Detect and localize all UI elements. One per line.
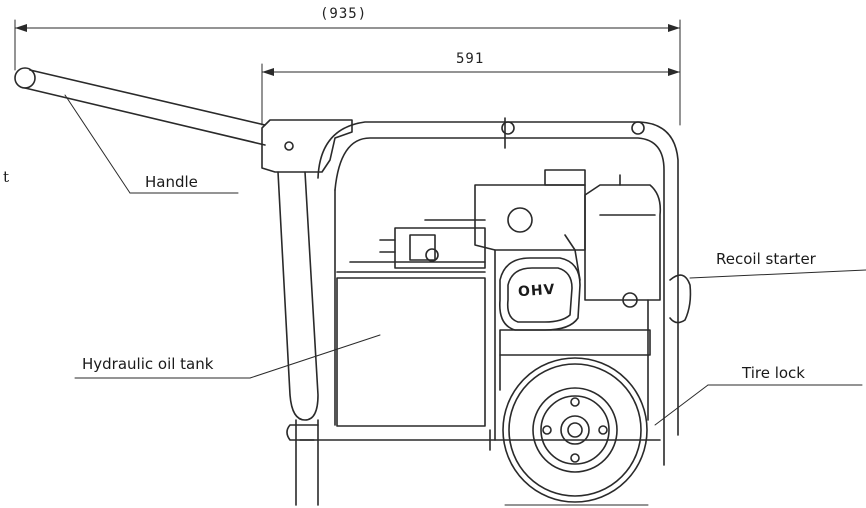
engine-lower <box>499 292 651 421</box>
engine-block <box>474 169 662 441</box>
wheel <box>502 357 648 503</box>
handle-bar <box>14 67 266 146</box>
hydraulic-oil-tank-label: Hydraulic oil tank <box>82 355 214 373</box>
engine-head <box>498 257 581 331</box>
dimension-overall-label: (935) <box>320 6 368 22</box>
edge-fragment-text: t <box>3 168 10 186</box>
recoil-starter-label: Recoil starter <box>716 250 816 268</box>
handle-label: Handle <box>145 173 198 191</box>
leader-lines <box>64 94 863 426</box>
dimension-frame <box>261 63 681 126</box>
main-frame <box>317 117 679 466</box>
front-leg <box>277 171 319 506</box>
handle-bracket <box>261 119 353 173</box>
hydraulic-oil-tank-body <box>336 261 486 427</box>
recoil-starter-knob <box>669 269 866 324</box>
engine-badge: OHV <box>517 281 556 301</box>
dimension-frame-label: 591 <box>456 51 485 67</box>
hydraulic-pump <box>379 219 486 269</box>
lower-frame <box>286 189 661 451</box>
tire-lock-label: Tire lock <box>742 364 805 382</box>
